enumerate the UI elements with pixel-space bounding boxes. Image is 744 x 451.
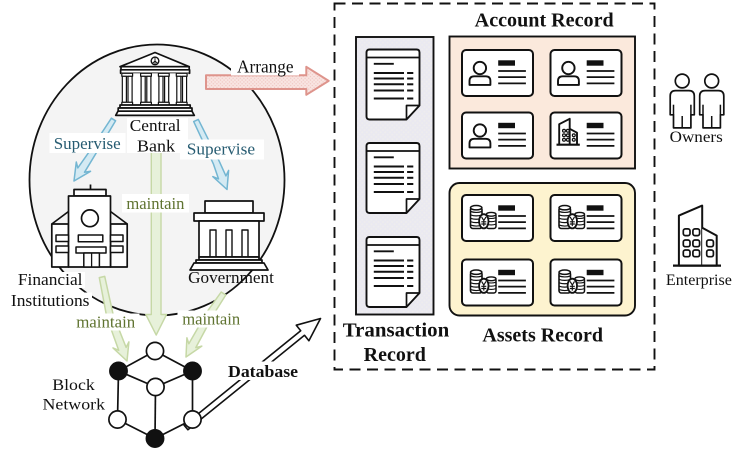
svg-text:Database: Database <box>228 362 298 381</box>
svg-text:Account Record: Account Record <box>475 10 614 32</box>
svg-text:Block: Block <box>52 377 95 394</box>
svg-text:Bank: Bank <box>137 137 176 156</box>
svg-text:maintain: maintain <box>126 194 184 213</box>
svg-text:Transaction: Transaction <box>343 321 450 342</box>
svg-text:Government: Government <box>188 268 274 287</box>
svg-text:Arrange: Arrange <box>237 56 294 76</box>
svg-text:Institutions: Institutions <box>11 291 90 310</box>
svg-text:Financial: Financial <box>18 270 83 289</box>
svg-text:Supervise: Supervise <box>187 140 255 159</box>
svg-text:Enterprise: Enterprise <box>666 272 732 289</box>
svg-text:Network: Network <box>43 397 106 414</box>
svg-text:Assets Record: Assets Record <box>482 326 603 347</box>
svg-text:Central: Central <box>130 116 181 135</box>
svg-text:Record: Record <box>364 345 426 366</box>
svg-text:Supervise: Supervise <box>54 134 121 153</box>
svg-text:maintain: maintain <box>76 313 135 332</box>
svg-text:maintain: maintain <box>182 310 240 329</box>
svg-text:Owners: Owners <box>670 129 723 146</box>
